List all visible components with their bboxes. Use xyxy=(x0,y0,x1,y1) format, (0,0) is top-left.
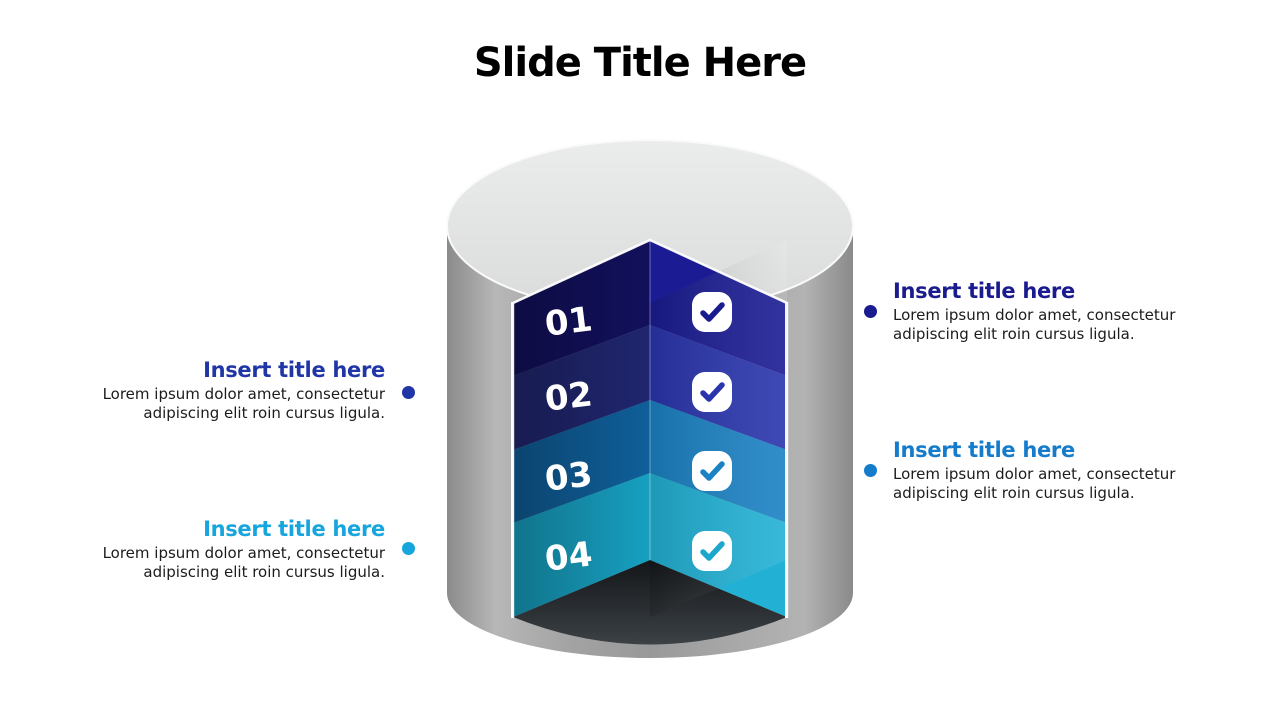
check-icon xyxy=(700,541,725,561)
info-block-right-top: Insert title here Lorem ipsum dolor amet… xyxy=(893,279,1193,344)
block-title: Insert title here xyxy=(893,279,1075,303)
check-icon xyxy=(700,461,725,481)
layer-number: 01 xyxy=(543,299,595,344)
layer-number: 02 xyxy=(543,374,595,419)
block-body: Lorem ipsum dolor amet, consectetur adip… xyxy=(102,385,385,422)
cut-edge-left xyxy=(511,302,515,618)
slide-title: Slide Title Here xyxy=(473,40,807,86)
info-block-left-top: Insert title here Lorem ipsum dolor amet… xyxy=(85,358,386,423)
layer-number: 04 xyxy=(543,534,595,579)
check-icon xyxy=(700,302,725,322)
cut-edge-top xyxy=(512,238,788,305)
check-badge xyxy=(692,372,732,412)
check-badge xyxy=(692,531,732,571)
info-block-left-bottom: Insert title here Lorem ipsum dolor amet… xyxy=(85,517,386,582)
layer-number: 03 xyxy=(543,454,595,499)
check-badge xyxy=(692,451,732,491)
info-block-right-bottom: Insert title here Lorem ipsum dolor amet… xyxy=(893,438,1193,503)
bullet-dot-right-top xyxy=(864,305,877,318)
right-face-shading xyxy=(650,240,787,617)
block-title: Insert title here xyxy=(893,438,1075,462)
block-body: Lorem ipsum dolor amet, consectetur adip… xyxy=(893,465,1176,502)
block-body: Lorem ipsum dolor amet, consectetur adip… xyxy=(893,306,1176,343)
bullet-dot-right-bottom xyxy=(864,464,877,477)
bullet-dot-left-bottom xyxy=(402,542,415,555)
block-body: Lorem ipsum dolor amet, consectetur adip… xyxy=(102,544,385,581)
cut-edge-right xyxy=(785,302,789,618)
block-title: Insert title here xyxy=(203,358,385,382)
block-title: Insert title here xyxy=(203,517,385,541)
check-icon xyxy=(700,382,725,402)
left-face-shading xyxy=(513,240,650,617)
check-badge xyxy=(692,292,732,332)
bullet-dot-left-top xyxy=(402,386,415,399)
